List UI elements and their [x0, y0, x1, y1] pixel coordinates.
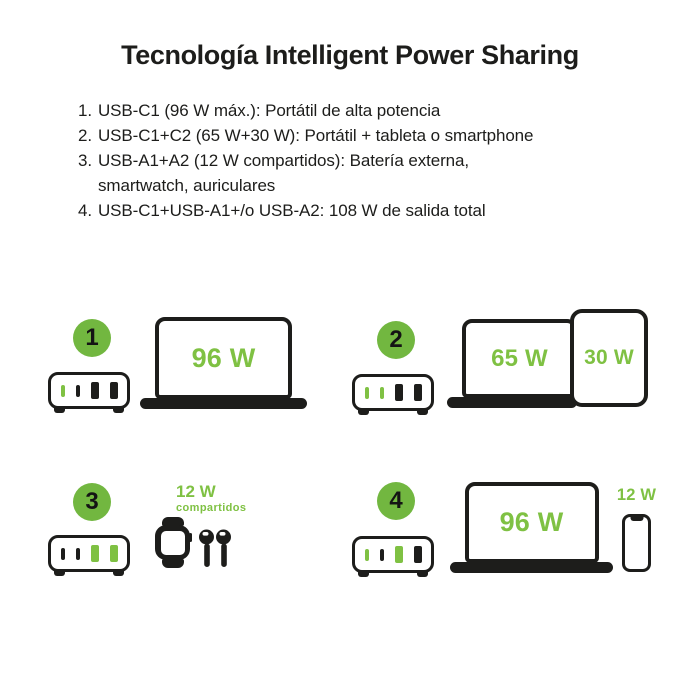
charger-body	[48, 535, 130, 572]
charger-icon-1	[48, 372, 130, 414]
shared-caption: compartidos	[176, 502, 247, 514]
charger-foot	[54, 408, 65, 413]
step-badge-3: 3	[73, 483, 111, 521]
watch-body	[155, 525, 192, 560]
watt-label-tablet: 30 W	[584, 346, 634, 369]
list-text: USB-A1+A2 (12 W compartidos): Batería ex…	[98, 148, 469, 198]
laptop-base	[447, 397, 577, 408]
charger-icon-3	[48, 535, 130, 577]
watch-strap-top	[161, 517, 184, 526]
charger-foot	[113, 408, 124, 413]
laptop-icon-4: 96 W	[450, 482, 613, 573]
usb-c1-port-icon	[364, 548, 369, 561]
watch-strap-bottom	[161, 559, 184, 568]
charger-foot	[417, 410, 428, 415]
laptop-icon-1: 96 W	[140, 317, 307, 409]
list-item-2: 2. USB-C1+C2 (65 W+30 W): Portátil + tab…	[78, 123, 533, 148]
usb-a2-port-icon	[413, 546, 422, 563]
step-badge-4: 4	[377, 482, 415, 520]
watt-label-laptop-4: 96 W	[499, 507, 564, 537]
charger-icon-2	[352, 374, 434, 416]
phone-notch	[630, 517, 643, 521]
watt-label-shared: 12 W	[176, 482, 216, 501]
phone-icon	[622, 514, 651, 572]
list-item-4: 4. USB-C1+USB-A1+/o USB-A2: 108 W de sal…	[78, 198, 533, 223]
laptop-screen: 96 W	[464, 482, 599, 563]
list-text-line1: USB-A1+A2 (12 W compartidos): Batería ex…	[98, 151, 469, 170]
usb-c1-port-icon	[364, 386, 369, 399]
usb-a1-port-icon	[394, 546, 403, 563]
tablet-icon: 30 W	[570, 309, 648, 407]
list-text-line2: smartwatch, auriculares	[98, 176, 276, 195]
usb-a1-port-icon	[394, 384, 403, 401]
charger-body	[48, 372, 130, 409]
usb-c2-port-icon	[75, 384, 80, 397]
laptop-icon-2: 65 W	[447, 319, 577, 408]
list-number: 4.	[78, 201, 92, 220]
watt-label-phone: 12 W	[616, 486, 657, 504]
usb-a2-port-icon	[413, 384, 422, 401]
watt-label-laptop-1: 96 W	[191, 342, 256, 373]
charger-body	[352, 374, 434, 411]
feature-list: 1. USB-C1 (96 W máx.): Portátil de alta …	[78, 98, 533, 223]
charger-foot	[358, 410, 369, 415]
list-number: 1.	[78, 101, 92, 120]
step-badge-1: 1	[73, 319, 111, 357]
charger-foot	[358, 572, 369, 577]
charger-foot	[417, 572, 428, 577]
watt-label-laptop-2: 65 W	[491, 344, 548, 372]
charger-body	[352, 536, 434, 573]
usb-c2-port-icon	[379, 548, 384, 561]
list-text: USB-C1+C2 (65 W+30 W): Portátil + tablet…	[98, 126, 534, 145]
usb-a1-port-icon	[90, 545, 99, 562]
usb-a2-port-icon	[109, 545, 118, 562]
laptop-base	[450, 562, 613, 573]
list-item-1: 1. USB-C1 (96 W máx.): Portátil de alta …	[78, 98, 533, 123]
charger-foot	[113, 571, 124, 576]
laptop-screen: 65 W	[462, 319, 577, 398]
laptop-base	[140, 398, 307, 409]
laptop-screen: 96 W	[155, 317, 292, 399]
list-number: 2.	[78, 126, 92, 145]
charger-icon-4	[352, 536, 434, 578]
usb-c1-port-icon	[60, 547, 65, 560]
list-number: 3.	[78, 151, 92, 170]
usb-c1-port-icon	[60, 384, 65, 397]
usb-a2-port-icon	[109, 382, 118, 399]
usb-a1-port-icon	[90, 382, 99, 399]
list-text: USB-C1+USB-A1+/o USB-A2: 108 W de salida…	[98, 201, 486, 220]
list-text: USB-C1 (96 W máx.): Portátil de alta pot…	[98, 101, 441, 120]
shared-watts-label: 12 W compartidos	[176, 482, 246, 515]
page-title: Tecnología Intelligent Power Sharing	[121, 40, 579, 70]
usb-c2-port-icon	[75, 547, 80, 560]
usb-c2-port-icon	[379, 386, 384, 399]
watch-screen	[160, 530, 185, 555]
charger-foot	[54, 571, 65, 576]
list-item-3: 3. USB-A1+A2 (12 W compartidos): Batería…	[78, 148, 533, 198]
smartwatch-icon	[155, 517, 192, 568]
watch-crown	[189, 533, 192, 542]
earbuds-icon	[199, 529, 231, 567]
step-badge-2: 2	[377, 321, 415, 359]
